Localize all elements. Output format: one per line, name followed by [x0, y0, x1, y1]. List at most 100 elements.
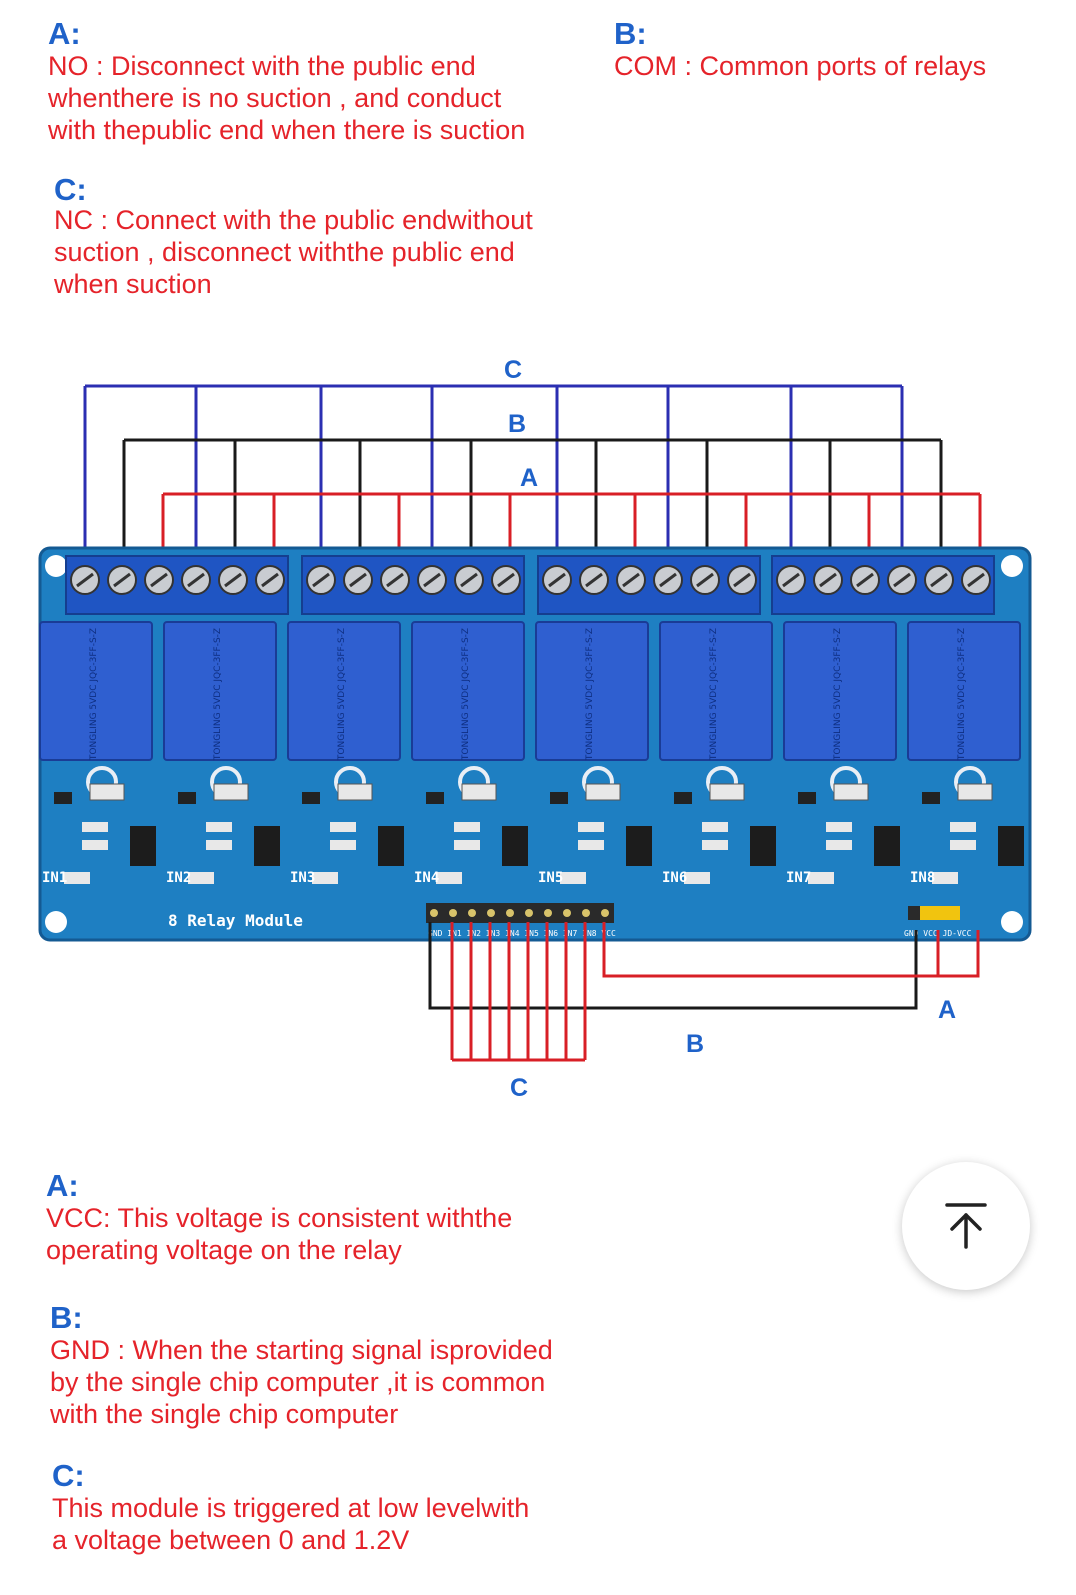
screw-slot: [497, 572, 515, 588]
optocoupler: [998, 826, 1024, 866]
screw-slot: [76, 572, 94, 588]
resistor: [578, 840, 604, 850]
resistor: [826, 822, 852, 832]
top-c-line-2: suction , disconnect withthe public end: [54, 237, 515, 267]
terminal-block: [771, 555, 995, 615]
resistor: [454, 840, 480, 850]
back-to-top-button[interactable]: [902, 1162, 1030, 1290]
a-vcc-wire: [602, 922, 980, 978]
header-pin-labels: GND IN1 IN2 IN3 IN4 IN5 IN6 IN7 IN8 VCC: [428, 929, 616, 938]
input-pin-label: IN5: [538, 870, 563, 886]
resistor: [578, 822, 604, 832]
input-pin-label: IN7: [786, 870, 811, 886]
resistor: [702, 840, 728, 850]
optocoupler: [626, 826, 652, 866]
top-a-line-1: NO : Disconnect with the public end: [48, 51, 476, 81]
screw-slot: [150, 572, 168, 588]
resistor: [950, 840, 976, 850]
transistor: [54, 792, 72, 804]
diode: [833, 783, 869, 801]
screw-slot: [819, 572, 837, 588]
transistor: [798, 792, 816, 804]
relay: [411, 621, 525, 761]
optocoupler: [874, 826, 900, 866]
screw-slot: [312, 572, 330, 588]
transistor: [426, 792, 444, 804]
resistor: [206, 822, 232, 832]
bottom-label-b: B: [686, 1030, 704, 1058]
screw-slot: [113, 572, 131, 588]
relay-wiring-diagram: C B A TONGLING 5VDC JQC-3FF-S-ZIN1TONGLI…: [38, 356, 1032, 1100]
resistor: [702, 822, 728, 832]
mount-hole: [1001, 911, 1023, 933]
screw-slot: [696, 572, 714, 588]
input-pin-label: IN8: [910, 870, 935, 886]
board-components: TONGLING 5VDC JQC-3FF-S-Z IN1 TONGLING 5VD…: [39, 555, 1024, 886]
optocoupler: [750, 826, 776, 866]
header-pin: [487, 909, 495, 917]
input-pin-label: IN3: [290, 870, 315, 886]
screw-slot: [224, 572, 242, 588]
relay: [783, 621, 897, 761]
top-b-heading: B:: [614, 16, 647, 51]
header-pin: [468, 909, 476, 917]
resistor: [950, 822, 976, 832]
input-pin-label: IN1: [42, 870, 67, 886]
input-pin-label: IN4: [414, 870, 439, 886]
screw-slot: [460, 572, 478, 588]
top-a-line-3: with thepublic end when there is suction: [48, 115, 526, 145]
terminal-block: [301, 555, 525, 615]
b-gnd-wire: [428, 922, 918, 1010]
top-label-b: B: [508, 410, 526, 438]
mount-hole: [45, 555, 67, 577]
resistor: [206, 840, 232, 850]
top-label-c: C: [504, 356, 522, 384]
bottom-a-heading: A:: [46, 1168, 79, 1203]
screw-slot: [856, 572, 874, 588]
transistor: [302, 792, 320, 804]
diode: [957, 783, 993, 801]
bottom-c-heading: C:: [52, 1458, 85, 1493]
terminal-block: [537, 555, 761, 615]
jumper-pin: [908, 906, 920, 920]
screw-slot: [622, 572, 640, 588]
relay-label: TONGLING 5VDC JQC-3FF-S-Z: [709, 628, 719, 761]
screw-slot: [967, 572, 985, 588]
relay-label: TONGLING 5VDC JQC-3FF-S-Z: [833, 628, 843, 761]
header-pin: [525, 909, 533, 917]
diode: [89, 783, 125, 801]
screw-slot: [423, 572, 441, 588]
resistor: [330, 840, 356, 850]
mount-hole: [45, 911, 67, 933]
relay: [39, 621, 153, 761]
led: [808, 872, 834, 884]
led: [560, 872, 586, 884]
top-c-line-1: NC : Connect with the public endwithout: [54, 205, 533, 235]
bottom-c-line-2: a voltage between 0 and 1.2V: [52, 1525, 410, 1555]
optocoupler: [378, 826, 404, 866]
bottom-b-line-3: with the single chip computer: [50, 1399, 399, 1429]
resistor: [454, 822, 480, 832]
bottom-a-line-1: VCC: This voltage is consistent withthe: [46, 1203, 513, 1233]
screw-slot: [782, 572, 800, 588]
relay-label: TONGLING 5VDC JQC-3FF-S-Z: [89, 628, 99, 761]
led: [64, 872, 90, 884]
top-label-a: A: [520, 464, 538, 492]
top-b-line-1: COM : Common ports of relays: [614, 51, 987, 81]
bottom-c-line-1: This module is triggered at low levelwit…: [52, 1493, 530, 1523]
optocoupler: [130, 826, 156, 866]
transistor: [178, 792, 196, 804]
led: [684, 872, 710, 884]
optocoupler: [502, 826, 528, 866]
transistor: [550, 792, 568, 804]
bottom-wiring: [428, 922, 980, 1062]
terminal-block: [65, 555, 289, 615]
header-pin: [582, 909, 590, 917]
header-pin: [449, 909, 457, 917]
module-name: 8 Relay Module: [168, 911, 303, 930]
screw-slot: [548, 572, 566, 588]
screw-slot: [733, 572, 751, 588]
bottom-b-line-1: GND : When the starting signal isprovide…: [50, 1335, 553, 1365]
mount-hole: [1001, 555, 1023, 577]
relay-label: TONGLING 5VDC JQC-3FF-S-Z: [213, 628, 223, 761]
